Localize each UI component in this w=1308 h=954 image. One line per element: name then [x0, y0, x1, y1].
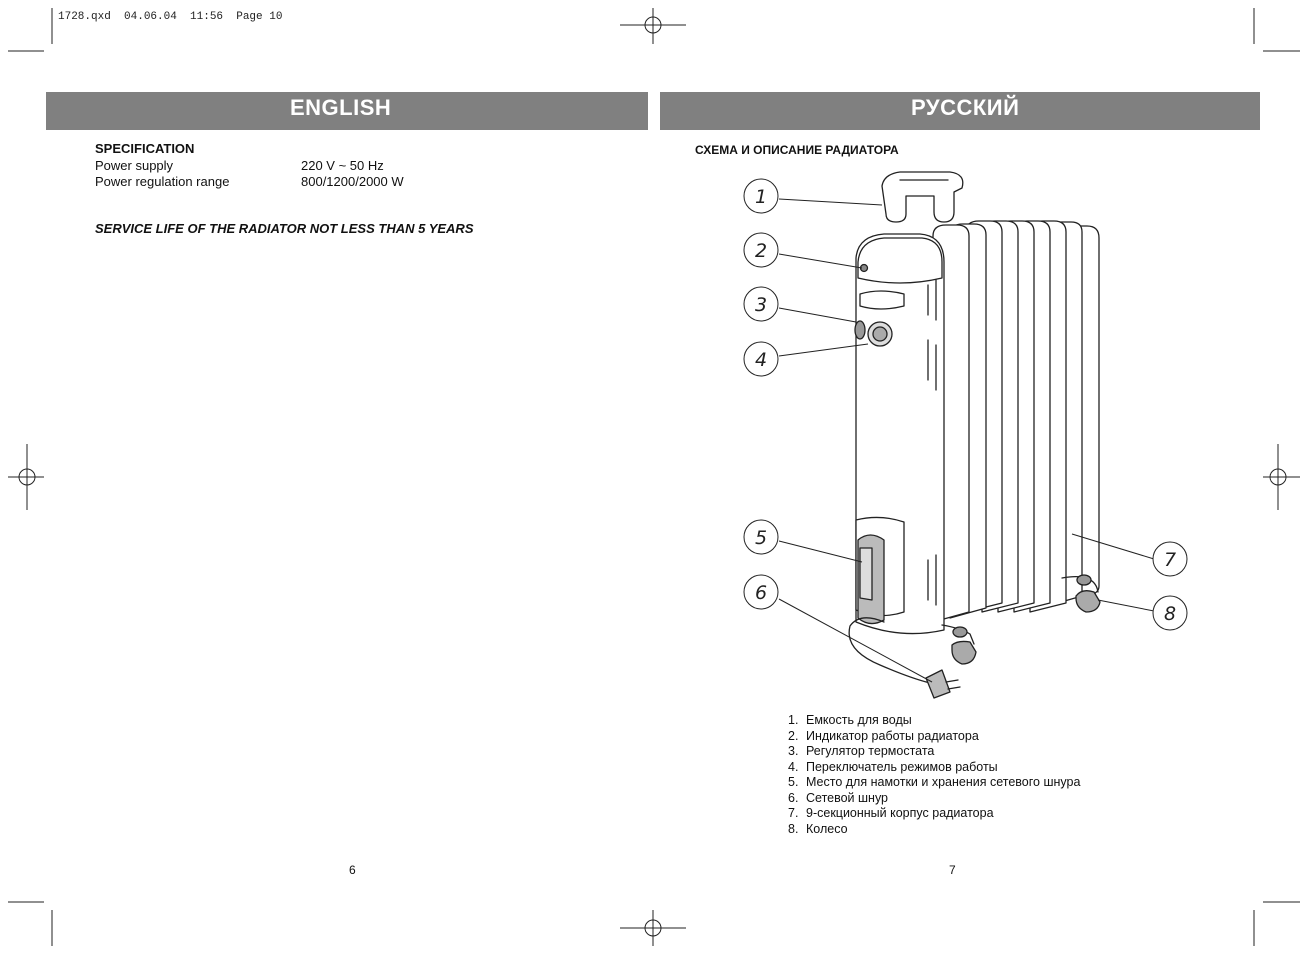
part-name: Регулятор термостата [806, 744, 935, 758]
part-number: 2. [788, 728, 799, 743]
part-name: Переключатель режимов работы [806, 759, 998, 774]
spec-value: 800/1200/2000 W [301, 174, 404, 189]
list-item: 4. Переключатель режимов работы [788, 760, 1080, 776]
callout-7: 7 [1164, 549, 1176, 571]
part-number: 4. [788, 759, 799, 774]
page-number-left: 6 [349, 863, 356, 877]
callout-circle [743, 519, 779, 555]
callout-2: 2 [755, 240, 767, 262]
russian-banner [660, 92, 1260, 130]
callout-circle [743, 178, 779, 214]
part-number: 5. [788, 775, 799, 789]
part-number: 1. [788, 713, 799, 727]
callout-6: 6 [755, 582, 767, 604]
callout-circle [743, 232, 779, 268]
part-name: Место для намотки и хранения сетевого шн… [806, 775, 1081, 789]
part-name: Емкость для воды [806, 713, 912, 727]
callout-4: 4 [755, 349, 767, 371]
parts-list: 1. Емкость для воды 2. Индикатор работы ра… [788, 713, 1080, 837]
part-number: 3. [788, 744, 799, 758]
callout-3: 3 [755, 294, 767, 316]
callout-1: 1 [755, 186, 767, 208]
callout-circle [743, 341, 779, 377]
part-name: Колесо [806, 821, 848, 836]
part-name: 9-секционный корпус радиатора [806, 806, 994, 820]
diagram-heading: СХЕМА И ОПИСАНИЕ РАДИАТОРА [695, 143, 899, 157]
list-item: 7. 9-секционный корпус радиатора [788, 806, 1080, 822]
list-item: 5. Место для намотки и хранения сетевого … [788, 775, 1080, 791]
list-item: 2. Индикатор работы радиатора [788, 729, 1080, 745]
callout-circle [743, 574, 779, 610]
part-number: 7. [788, 806, 799, 820]
callout-circle [1152, 595, 1188, 631]
part-number: 6. [788, 790, 799, 805]
list-item: 1. Емкость для воды [788, 713, 1080, 729]
callout-circle [743, 286, 779, 322]
callout-circle [1152, 541, 1188, 577]
list-item: 8. Колесо [788, 822, 1080, 838]
file-slug-line: 1728.qxd 04.06.04 11:56 Page 10 [58, 11, 283, 23]
list-item: 6. Сетевой шнур [788, 791, 1080, 807]
callout-8: 8 [1164, 603, 1176, 625]
spec-label: Power regulation range [95, 174, 230, 189]
russian-banner-title: РУССКИЙ [911, 95, 1020, 120]
english-banner [46, 92, 648, 130]
english-banner-title: ENGLISH [290, 95, 392, 120]
list-item: 3. Регулятор термостата [788, 744, 1080, 760]
spec-value: 220 V ~ 50 Hz [301, 158, 384, 173]
specification-heading: SPECIFICATION [95, 141, 195, 156]
service-life-note: SERVICE LIFE OF THE RADIATOR NOT LESS TH… [95, 221, 474, 236]
part-number: 8. [788, 821, 799, 836]
part-name: Сетевой шнур [806, 790, 889, 805]
callout-5: 5 [755, 527, 767, 549]
spec-label: Power supply [95, 158, 174, 173]
page-number-right: 7 [949, 863, 956, 877]
part-name: Индикатор работы радиатора [806, 728, 979, 743]
